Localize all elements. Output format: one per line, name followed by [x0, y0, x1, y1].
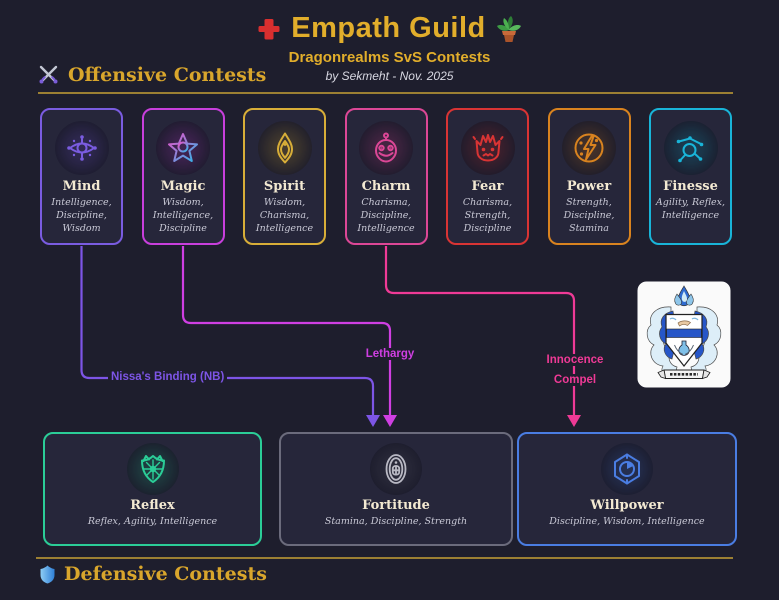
card-title: Power — [566, 179, 612, 194]
card-title: Fear — [471, 179, 504, 194]
connector-mind-fortitude — [80, 246, 380, 427]
connector-label-nissas-binding: Nissa's Binding (NB) — [108, 371, 228, 383]
red-cross-icon — [258, 18, 280, 39]
card-attributes: Wisdom, Intelligence, Discipline — [152, 197, 214, 234]
card-attributes: Charisma, Strength, Discipline — [462, 197, 513, 234]
page-subtitle: Dragonrealms SvS Contests — [288, 49, 491, 66]
card-reflex: Reflex Reflex, Agility, Intelligence — [43, 432, 262, 546]
page-byline: by Sekmeht - Nov. 2025 — [325, 69, 454, 83]
finesse-acrobat-icon — [663, 121, 718, 175]
empath-guild-crest — [637, 281, 731, 388]
defensive-divider — [36, 557, 733, 559]
card-title: Willpower — [590, 498, 664, 513]
offensive-divider — [38, 92, 733, 94]
card-attributes: Wisdom, Charisma, Intelligence — [255, 197, 314, 234]
defensive-section-header: Defensive Contests — [40, 563, 267, 585]
card-title: Finesse — [663, 179, 718, 194]
crossed-swords-icon — [39, 65, 58, 84]
card-title: Fortitude — [362, 498, 430, 513]
card-mind: Mind Intelligence, Discipline, Wisdom — [40, 108, 123, 245]
card-magic: Magic Wisdom, Intelligence, Discipline — [141, 108, 225, 245]
card-finesse: Finesse Agility, Reflex, Intelligence — [649, 108, 732, 245]
page-title: Empath Guild — [291, 12, 486, 44]
card-title: Magic — [160, 179, 206, 194]
defensive-section-label: Defensive Contests — [64, 563, 267, 585]
reflex-shield-icon — [126, 443, 179, 495]
willpower-gem-icon — [601, 443, 653, 495]
power-bolt-icon — [562, 121, 616, 175]
card-title: Spirit — [263, 179, 306, 194]
card-attributes: Reflex, Agility, Intelligence — [87, 516, 218, 527]
card-attributes: Discipline, Wisdom, Intelligence — [549, 516, 705, 527]
connector-label-compel: Compel — [550, 374, 600, 386]
card-willpower: Willpower Discipline, Wisdom, Intelligen… — [517, 432, 737, 546]
card-attributes: Agility, Reflex, Intelligence — [655, 197, 726, 221]
card-title: Charm — [361, 179, 411, 194]
magic-star-icon — [156, 121, 210, 175]
card-charm: Charm Charisma, Discipline, Intelligence — [344, 108, 428, 245]
potted-plant-icon — [496, 15, 521, 42]
card-title: Mind — [62, 179, 101, 194]
page-header: Empath Guild Dragonrealms SvS Contests b… — [0, 12, 779, 83]
card-title: Reflex — [130, 498, 175, 513]
card-attributes: Intelligence, Discipline, Wisdom — [51, 197, 112, 234]
fear-face-icon — [460, 121, 515, 175]
offensive-section-label: Offensive Contests — [68, 64, 267, 86]
connector-label-innocence: Innocence — [543, 354, 607, 366]
connector-label-lethargy: Lethargy — [362, 348, 418, 360]
card-fortitude: Fortitude Stamina, Discipline, Strength — [279, 432, 513, 546]
connector-magic-fortitude — [181, 246, 397, 427]
card-attributes: Strength, Discipline, Stamina — [563, 197, 615, 234]
card-spirit: Spirit Wisdom, Charisma, Intelligence — [243, 108, 326, 245]
card-attributes: Stamina, Discipline, Strength — [324, 516, 468, 527]
card-power: Power Strength, Discipline, Stamina — [547, 108, 631, 245]
spirit-flame-icon — [257, 121, 312, 175]
card-fear: Fear Charisma, Strength, Discipline — [446, 108, 529, 245]
card-attributes: Charisma, Discipline, Intelligence — [357, 197, 415, 234]
mind-eye-icon — [54, 121, 109, 175]
fortitude-oval-icon — [370, 443, 422, 495]
charm-face-icon — [359, 121, 413, 175]
offensive-section-header: Offensive Contests — [38, 64, 266, 86]
shield-icon — [40, 565, 55, 583]
connector-charm-willpower — [384, 246, 581, 427]
